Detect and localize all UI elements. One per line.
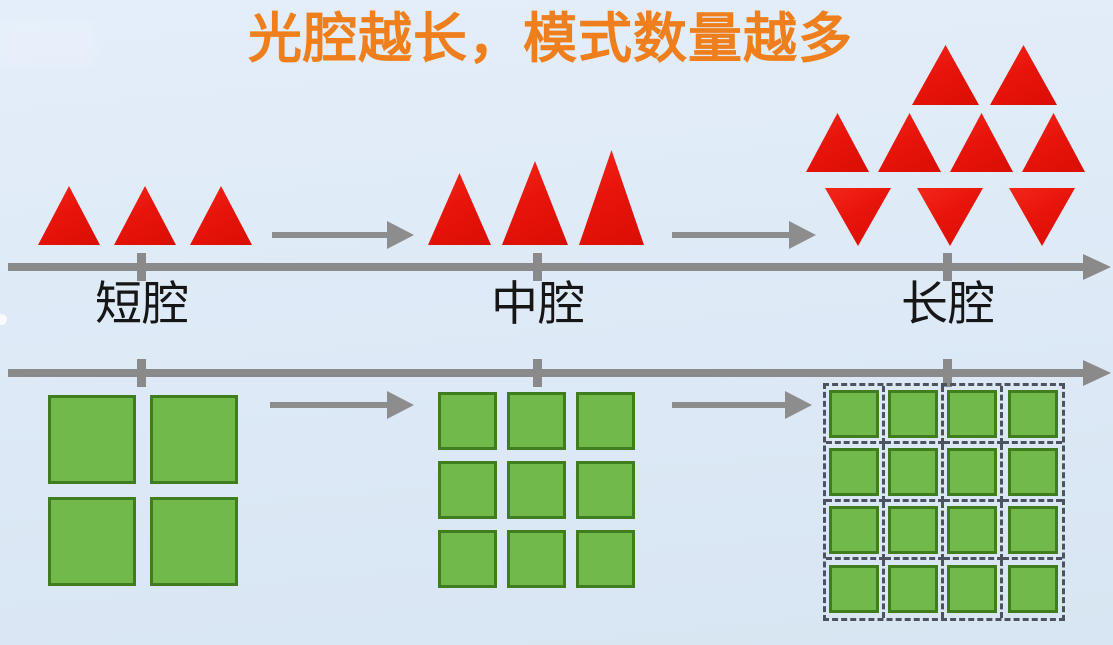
mode-triangle-up-icon bbox=[912, 45, 979, 105]
mode-cell bbox=[885, 444, 944, 502]
mode-triangle-up-icon bbox=[190, 186, 252, 245]
mode-cell bbox=[885, 386, 944, 444]
mode-square bbox=[1007, 447, 1058, 496]
arrow-shaft bbox=[672, 232, 789, 238]
mode-square bbox=[829, 389, 879, 438]
mode-grid-medium bbox=[438, 392, 635, 588]
mode-cell bbox=[885, 502, 944, 560]
mode-square bbox=[48, 497, 136, 586]
mode-cell bbox=[944, 502, 1003, 560]
mode-triangle-up-icon bbox=[579, 150, 644, 245]
mode-square bbox=[947, 505, 997, 554]
mode-triangle-up-icon bbox=[878, 113, 941, 172]
axis-tick-long bbox=[943, 253, 952, 281]
mode-square bbox=[947, 565, 997, 613]
watermark-artifact bbox=[0, 20, 95, 65]
axis-tick-long bbox=[943, 359, 952, 387]
mode-square bbox=[888, 505, 938, 554]
axis-tick-short bbox=[137, 253, 146, 281]
flow-arrow-icon bbox=[672, 391, 812, 419]
mode-square bbox=[888, 389, 938, 438]
axis-tick-short bbox=[137, 359, 146, 387]
mode-cell bbox=[1003, 386, 1062, 444]
mode-square bbox=[507, 392, 566, 450]
mode-grid-short bbox=[48, 395, 238, 586]
arrow-head-icon bbox=[387, 391, 414, 419]
mode-square bbox=[1007, 505, 1058, 554]
mode-triangle-group-medium bbox=[428, 150, 644, 245]
mode-square bbox=[150, 395, 238, 484]
arrow-shaft bbox=[270, 402, 387, 408]
mode-square bbox=[1007, 565, 1058, 613]
mode-cell bbox=[826, 386, 885, 444]
mode-square bbox=[947, 389, 997, 438]
mode-triangle-up-icon bbox=[806, 113, 869, 172]
mode-cell bbox=[826, 560, 885, 618]
mode-cell bbox=[1003, 560, 1062, 618]
mode-triangle-up-icon bbox=[502, 161, 568, 245]
mode-triangle-up-icon bbox=[1022, 113, 1085, 172]
cavity-axis-line-top bbox=[8, 263, 1085, 271]
page-title: 光腔越长，模式数量越多 bbox=[248, 9, 853, 69]
arrow-head-icon bbox=[789, 221, 816, 249]
cavity-axis-line-bottom bbox=[8, 369, 1085, 377]
flow-arrow-icon bbox=[272, 221, 414, 249]
mode-triangle-up-icon bbox=[38, 186, 100, 245]
mode-square bbox=[947, 447, 997, 496]
flow-arrow-icon bbox=[672, 221, 816, 249]
mode-square bbox=[829, 505, 879, 554]
mode-cell bbox=[826, 444, 885, 502]
mode-square bbox=[438, 530, 497, 588]
mode-triangle-down-icon bbox=[917, 188, 983, 246]
edge-dot-artifact bbox=[0, 314, 7, 325]
arrow-head-icon bbox=[387, 221, 414, 249]
mode-square bbox=[829, 447, 879, 496]
mode-square bbox=[1007, 389, 1058, 438]
mode-cell bbox=[944, 560, 1003, 618]
mode-cell bbox=[1003, 444, 1062, 502]
mode-triangle-group-long-row1 bbox=[912, 45, 1057, 105]
mode-triangle-up-icon bbox=[114, 186, 176, 245]
mode-triangle-up-icon bbox=[428, 173, 491, 245]
axis-tick-medium bbox=[533, 253, 542, 281]
mode-square bbox=[438, 461, 497, 519]
mode-square bbox=[48, 395, 136, 484]
axis-tick-medium bbox=[533, 359, 542, 387]
mode-square bbox=[576, 530, 635, 588]
mode-triangle-down-icon bbox=[1009, 188, 1075, 246]
mode-square bbox=[888, 447, 938, 496]
flow-arrow-icon bbox=[270, 391, 414, 419]
mode-square bbox=[150, 497, 238, 586]
mode-square bbox=[829, 565, 879, 613]
mode-triangle-group-long-row3 bbox=[825, 188, 1075, 246]
arrow-head-icon bbox=[785, 391, 812, 419]
mode-square bbox=[507, 530, 566, 588]
arrow-shaft bbox=[272, 232, 387, 238]
mode-square bbox=[888, 565, 938, 613]
mode-triangle-group-short bbox=[38, 186, 252, 245]
mode-cell bbox=[944, 444, 1003, 502]
mode-square bbox=[576, 392, 635, 450]
mode-triangle-up-icon bbox=[990, 45, 1057, 105]
mode-square bbox=[576, 461, 635, 519]
mode-cell bbox=[1003, 502, 1062, 560]
axis-arrowhead-icon bbox=[1083, 254, 1111, 280]
mode-cell bbox=[826, 502, 885, 560]
mode-cell bbox=[944, 386, 1003, 444]
mode-triangle-up-icon bbox=[950, 113, 1013, 172]
stage-label-short: 短腔 bbox=[95, 277, 189, 330]
mode-grid-long bbox=[823, 383, 1065, 621]
mode-triangle-down-icon bbox=[825, 188, 891, 246]
mode-triangle-group-long-row2 bbox=[806, 113, 1085, 172]
stage-label-medium: 中腔 bbox=[491, 277, 585, 330]
mode-square bbox=[507, 461, 566, 519]
arrow-shaft bbox=[672, 402, 785, 408]
stage-label-long: 长腔 bbox=[901, 277, 995, 330]
axis-arrowhead-icon bbox=[1083, 360, 1111, 386]
mode-cell bbox=[885, 560, 944, 618]
mode-square bbox=[438, 392, 497, 450]
